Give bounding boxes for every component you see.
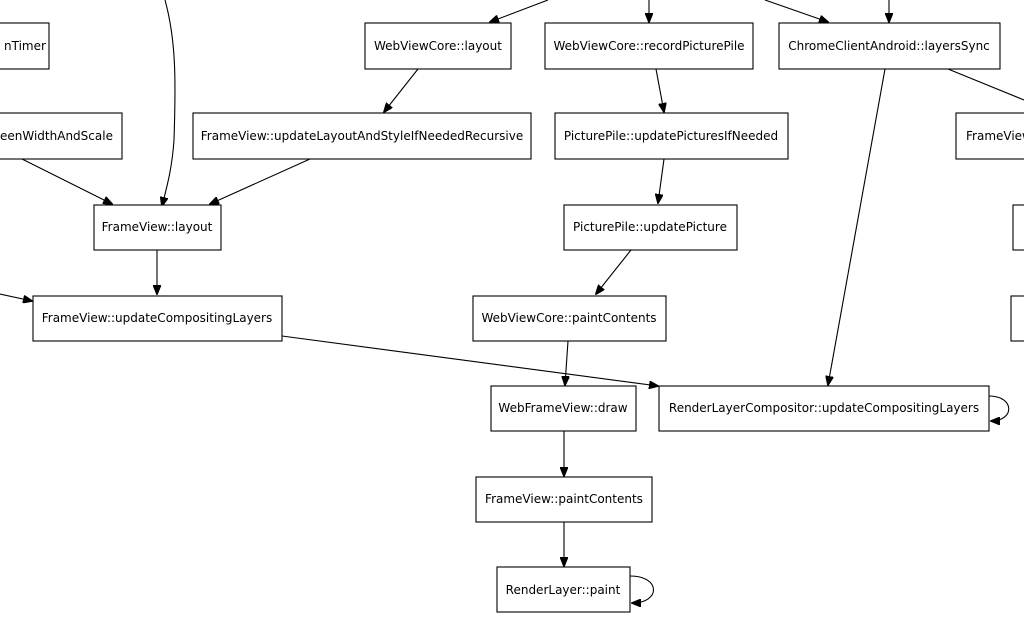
nodes: nTimer eenWidthAndScale WebViewCore::lay… xyxy=(0,22,1024,613)
node-label: WebViewCore::paintContents xyxy=(481,311,656,325)
node-label: WebFrameView::draw xyxy=(498,401,627,415)
node-picturepile-updatepicturesifneeded[interactable]: PicturePile::updatePicturesIfNeeded xyxy=(554,112,789,160)
node-chromeclientandroid-layerssync[interactable]: ChromeClientAndroid::layersSync xyxy=(778,22,1001,70)
node-label: FrameView::layout xyxy=(102,220,213,234)
node-label: FrameView::updateLayoutAndStyleIfNeededR… xyxy=(201,129,523,143)
edge-updatelayout-to-frameview-layout xyxy=(210,158,311,204)
edge-renderlayer-paint-self-loop xyxy=(629,575,655,603)
node-webviewcore-layout[interactable]: WebViewCore::layout xyxy=(364,22,512,70)
edge-paintcontents-to-webframeview-draw xyxy=(565,340,568,385)
node-label: FrameView xyxy=(966,129,1024,143)
edge-layerssync-to-frameview-right xyxy=(947,68,1024,101)
node-label: ChromeClientAndroid::layersSync xyxy=(788,39,990,53)
edge-offscreen-to-webviewcore-layout xyxy=(490,0,549,22)
edge-updatepicturesifneeded-to-updatepicture xyxy=(658,158,665,203)
node-label: RenderLayerCompositor::updateCompositing… xyxy=(669,401,979,415)
node-frameview-updatecompositinglayers[interactable]: FrameView::updateCompositingLayers xyxy=(32,295,283,342)
edge-webviewcore-layout-to-updatelayout xyxy=(384,68,419,112)
node-renderlayer-paint[interactable]: RenderLayer::paint xyxy=(496,566,631,613)
node-frameview-paintcontents[interactable]: FrameView::paintContents xyxy=(475,476,653,523)
edge-recordpicturepile-to-updatepicturesifneeded xyxy=(655,68,664,112)
node-label: FrameView::paintContents xyxy=(485,492,643,506)
node-label: PicturePile::updatePicture xyxy=(573,220,727,234)
edge-offscreen-to-frameview-layout xyxy=(162,0,176,206)
node-ntimer[interactable]: nTimer xyxy=(0,22,50,70)
node-frameview-layout[interactable]: FrameView::layout xyxy=(93,204,222,251)
node-picturepile-updatepicture[interactable]: PicturePile::updatePicture xyxy=(563,204,738,251)
edge-layerssync-to-compositor-update xyxy=(828,68,886,385)
node-label: eenWidthAndScale xyxy=(0,129,113,143)
edge-screenwidth-to-frameview-layout xyxy=(21,158,112,204)
node-frameview-updatelayoutandstyleifneededrecursive[interactable]: FrameView::updateLayoutAndStyleIfNeededR… xyxy=(192,112,532,160)
node-right-box-1-clipped[interactable] xyxy=(1012,204,1024,251)
node-renderlayercompositor-updatecompositinglayers[interactable]: RenderLayerCompositor::updateCompositing… xyxy=(658,385,990,432)
edge-offscreen-to-chromeclient-layerssync-1 xyxy=(764,0,828,22)
edge-updatepicture-to-paintcontents xyxy=(596,249,632,294)
node-webframeview-draw[interactable]: WebFrameView::draw xyxy=(490,385,637,432)
edges xyxy=(0,0,1024,603)
node-screenwidthandscale[interactable]: eenWidthAndScale xyxy=(0,112,123,160)
node-label: WebViewCore::layout xyxy=(374,39,502,53)
node-right-box-2-clipped[interactable] xyxy=(1010,295,1024,342)
edge-updatecompositinglayers-to-compositor-update xyxy=(281,335,658,386)
node-label: PicturePile::updatePicturesIfNeeded xyxy=(564,129,778,143)
node-label: nTimer xyxy=(4,39,46,53)
node-webviewcore-recordpicturepile[interactable]: WebViewCore::recordPicturePile xyxy=(544,22,754,70)
node-frameview-right-clipped[interactable]: FrameView xyxy=(955,112,1024,160)
node-label: RenderLayer::paint xyxy=(506,583,621,597)
edge-offscreen-left-to-updatecompositinglayers xyxy=(0,293,32,301)
node-webviewcore-paintcontents[interactable]: WebViewCore::paintContents xyxy=(472,295,667,342)
node-label: WebViewCore::recordPicturePile xyxy=(553,39,744,53)
edge-compositor-update-self-loop xyxy=(988,395,1010,421)
node-label: FrameView::updateCompositingLayers xyxy=(42,311,273,325)
